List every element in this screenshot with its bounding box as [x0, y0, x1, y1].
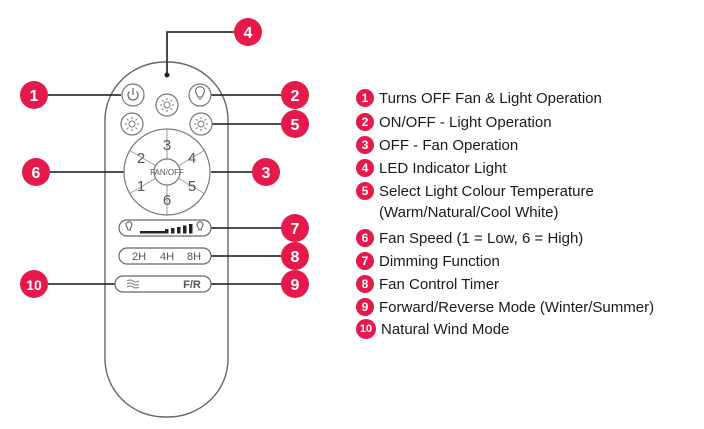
callout-9: 9	[281, 270, 309, 298]
legend-badge: 10	[356, 319, 376, 339]
legend-item-8: 8 Fan Control Timer	[356, 274, 499, 295]
legend-badge: 7	[356, 252, 374, 270]
legend-text: LED Indicator Light	[379, 160, 507, 177]
callout-1: 1	[20, 81, 48, 109]
svg-text:7: 7	[291, 221, 300, 238]
light-colour-button-left[interactable]	[120, 112, 144, 136]
speed-2: 2	[137, 150, 145, 167]
callout-2: 2	[281, 81, 309, 109]
fan-off-button[interactable]	[153, 158, 181, 186]
power-button[interactable]	[121, 83, 145, 107]
sun-icon	[125, 117, 139, 131]
legend-text: Turns OFF Fan & Light Operation	[379, 90, 602, 107]
svg-text:6: 6	[32, 165, 41, 182]
power-icon	[127, 88, 139, 101]
timer-4h[interactable]: 4H	[160, 251, 174, 263]
fan-off-label: FAN/OFF	[150, 168, 184, 177]
legend-badge: 2	[356, 113, 374, 131]
legend-item-10: 10 Natural Wind Mode	[356, 319, 509, 340]
svg-text:5: 5	[291, 117, 300, 134]
callout-6: 6	[22, 158, 50, 186]
light-colour-button-top[interactable]	[155, 93, 179, 117]
legend-text-main: Select Light Colour Temperature	[379, 183, 594, 200]
timer-button[interactable]: 2H 4H 8H	[118, 247, 212, 265]
legend-badge: 3	[356, 136, 374, 154]
legend-item-5: 5 Select Light Colour Temperature (Warm/…	[356, 181, 594, 223]
legend-badge: 4	[356, 159, 374, 177]
light-button[interactable]	[188, 83, 212, 107]
callout-4: 4	[234, 18, 262, 46]
callout-8: 8	[281, 242, 309, 270]
fan-speed-dial[interactable]: FAN/OFF 1 2 3 4 5 6	[123, 128, 211, 216]
callout-10: 10	[20, 270, 48, 298]
legend-badge: 1	[356, 89, 374, 107]
speed-6: 6	[163, 192, 171, 209]
wind-fr-button[interactable]: F/R	[114, 275, 212, 293]
legend-text: Fan Control Timer	[379, 276, 500, 293]
wind-icon	[126, 279, 140, 289]
callout-line-4	[166, 31, 238, 74]
svg-text:2: 2	[291, 88, 300, 105]
callout-7: 7	[281, 214, 309, 242]
legend-badge: 8	[356, 275, 374, 293]
dimmer-button[interactable]	[118, 219, 212, 237]
callout-3: 3	[252, 158, 280, 186]
callout-5: 5	[281, 110, 309, 138]
svg-text:1: 1	[30, 88, 39, 105]
speed-4: 4	[188, 150, 196, 167]
legend-text: Select Light Colour Temperature (Warm/Na…	[379, 181, 594, 223]
sun-icon	[160, 98, 174, 112]
dimming-level-bars	[140, 224, 193, 234]
led-indicator	[164, 72, 170, 78]
legend-badge: 5	[356, 182, 374, 200]
sun-icon	[194, 117, 208, 131]
light-colour-button-right[interactable]	[189, 112, 213, 136]
bulb-icon	[194, 86, 206, 100]
legend-text: Natural Wind Mode	[381, 321, 510, 338]
fr-label: F/R	[183, 279, 201, 291]
svg-text:9: 9	[291, 277, 300, 294]
legend-item-9: 9 Forward/Reverse Mode (Winter/Summer)	[356, 297, 654, 318]
timer-2h[interactable]: 2H	[132, 251, 146, 263]
legend-text: Dimming Function	[379, 253, 500, 270]
speed-5: 5	[188, 178, 196, 195]
legend-text: Fan Speed (1 = Low, 6 = High)	[379, 230, 584, 247]
legend-text: ON/OFF - Light Operation	[379, 114, 552, 131]
legend-item-2: 2 ON/OFF - Light Operation	[356, 112, 552, 133]
bulb-icon	[125, 221, 133, 231]
legend-text: OFF - Fan Operation	[379, 137, 519, 154]
legend-item-4: 4 LED Indicator Light	[356, 158, 507, 179]
speed-3: 3	[163, 137, 171, 154]
legend-item-1: 1 Turns OFF Fan & Light Operation	[356, 88, 602, 109]
legend-item-7: 7 Dimming Function	[356, 251, 500, 272]
legend-badge: 6	[356, 229, 374, 247]
bulb-icon	[196, 221, 204, 231]
svg-text:4: 4	[244, 25, 253, 42]
legend-badge: 9	[356, 298, 374, 316]
timer-8h[interactable]: 8H	[187, 251, 201, 263]
legend-item-3: 3 OFF - Fan Operation	[356, 135, 518, 156]
legend-item-6: 6 Fan Speed (1 = Low, 6 = High)	[356, 228, 583, 249]
speed-1: 1	[137, 178, 145, 195]
svg-text:3: 3	[262, 165, 271, 182]
legend-text-sub: (Warm/Natural/Cool White)	[379, 204, 559, 221]
svg-text:10: 10	[26, 277, 42, 293]
svg-text:8: 8	[291, 249, 300, 266]
legend-text: Forward/Reverse Mode (Winter/Summer)	[379, 299, 655, 316]
